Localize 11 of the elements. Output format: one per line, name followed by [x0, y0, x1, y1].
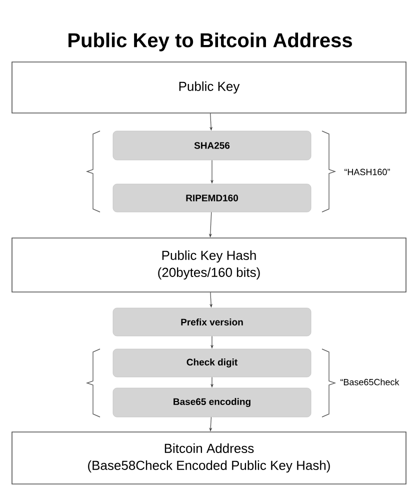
step-box: Prefix version [112, 308, 312, 336]
step-box: Base65 encoding [112, 388, 312, 418]
bracket-label: “Base65Check [340, 378, 400, 386]
process-box: Public Key [12, 62, 406, 114]
bracket-label: “HASH160” [344, 168, 390, 176]
step-box: Check digit [112, 348, 312, 378]
process-box: Bitcoin Address (Base58Check Encoded Public Key Hash) [12, 432, 406, 484]
process-box: Public Key Hash (20bytes/160 bits) [12, 238, 406, 292]
title: Public Key to Bitcoin Address [68, 32, 352, 52]
step-box: SHA256 [112, 130, 312, 160]
step-box: RIPEMD160 [112, 184, 312, 212]
